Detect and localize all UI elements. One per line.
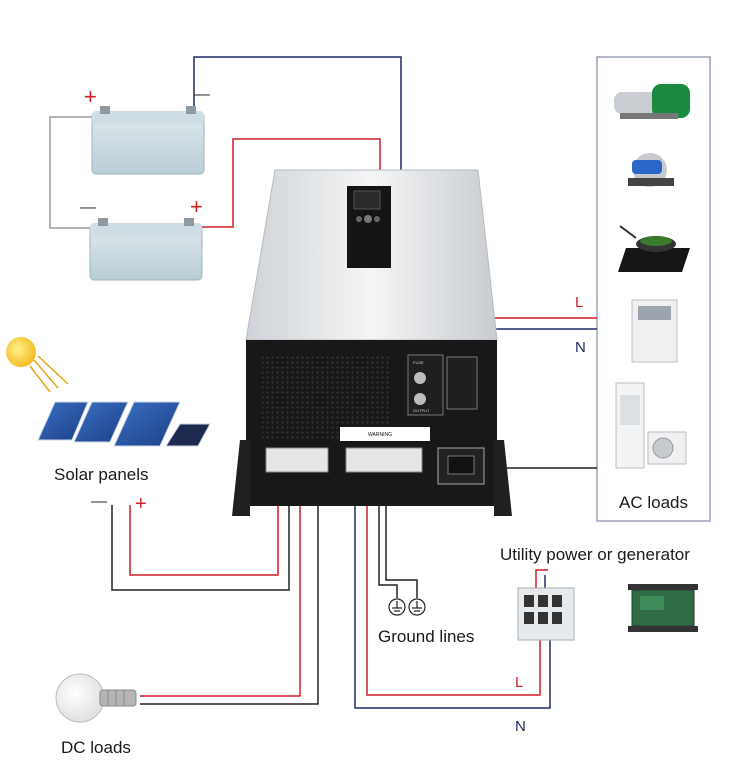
- output-label: OUTPUT: [413, 408, 430, 413]
- battery-bottom-minus: —: [80, 199, 96, 216]
- dc-load-red-wire: [140, 470, 301, 697]
- battery-negative-wire: [193, 56, 402, 172]
- warning-label: WARNING: [368, 432, 392, 438]
- solar-plus: +: [135, 493, 147, 515]
- utility-top-red: [535, 569, 548, 590]
- utility-L-label: L: [515, 674, 523, 691]
- battery-positive-wire: [200, 138, 381, 228]
- tile-saw-icon: [628, 153, 674, 187]
- ground-lines-label: Ground lines: [378, 627, 474, 646]
- utility-N-wire: [354, 470, 551, 709]
- ac-out-L-label: L: [575, 294, 583, 311]
- battery-link-wire: [49, 116, 92, 229]
- solar-minus: —: [91, 493, 107, 510]
- wires: [49, 56, 597, 709]
- dc-terminal-block: [265, 447, 329, 473]
- ground-wire-2: [385, 470, 418, 598]
- light-bulb-icon: [55, 673, 137, 723]
- ac-out-N-label: N: [575, 339, 586, 356]
- battery-bottom-plus: +: [190, 194, 203, 219]
- inverter: FUSE OUTPUT WARNING: [232, 169, 512, 516]
- water-pump-icon: [614, 84, 690, 119]
- battery-top-plus: +: [84, 84, 97, 109]
- battery-bottom: [89, 218, 203, 281]
- ground-symbol-2: [408, 598, 426, 616]
- induction-cooker-icon: [618, 225, 690, 272]
- utility-label: Utility power or generator: [500, 545, 690, 564]
- breaker-box-icon: [517, 587, 575, 641]
- ground-wire-1: [378, 470, 398, 598]
- dc-load-black-wire: [140, 470, 319, 705]
- solar-panels-image: [37, 401, 211, 447]
- ac-output-socket: [437, 447, 485, 485]
- ac-terminal-block: [345, 447, 423, 473]
- battery-top: [91, 106, 205, 175]
- air-conditioner-icon: [615, 382, 687, 469]
- ground-symbol-1: [388, 598, 406, 616]
- solar-panels-label: Solar panels: [54, 465, 149, 484]
- solar-positive-wire: [129, 470, 279, 576]
- utility-L-wire: [366, 470, 541, 696]
- sun-icon: [6, 337, 69, 393]
- battery-top-minus: —: [194, 86, 210, 103]
- ac-loads-label: AC loads: [619, 493, 688, 512]
- utility-N-label: N: [515, 718, 526, 735]
- dc-loads-label: DC loads: [61, 738, 131, 757]
- generator-icon: [628, 584, 698, 632]
- solar-negative-wire: [111, 470, 290, 591]
- washing-machine-icon: [631, 299, 678, 363]
- fuse-label: FUSE: [413, 360, 424, 365]
